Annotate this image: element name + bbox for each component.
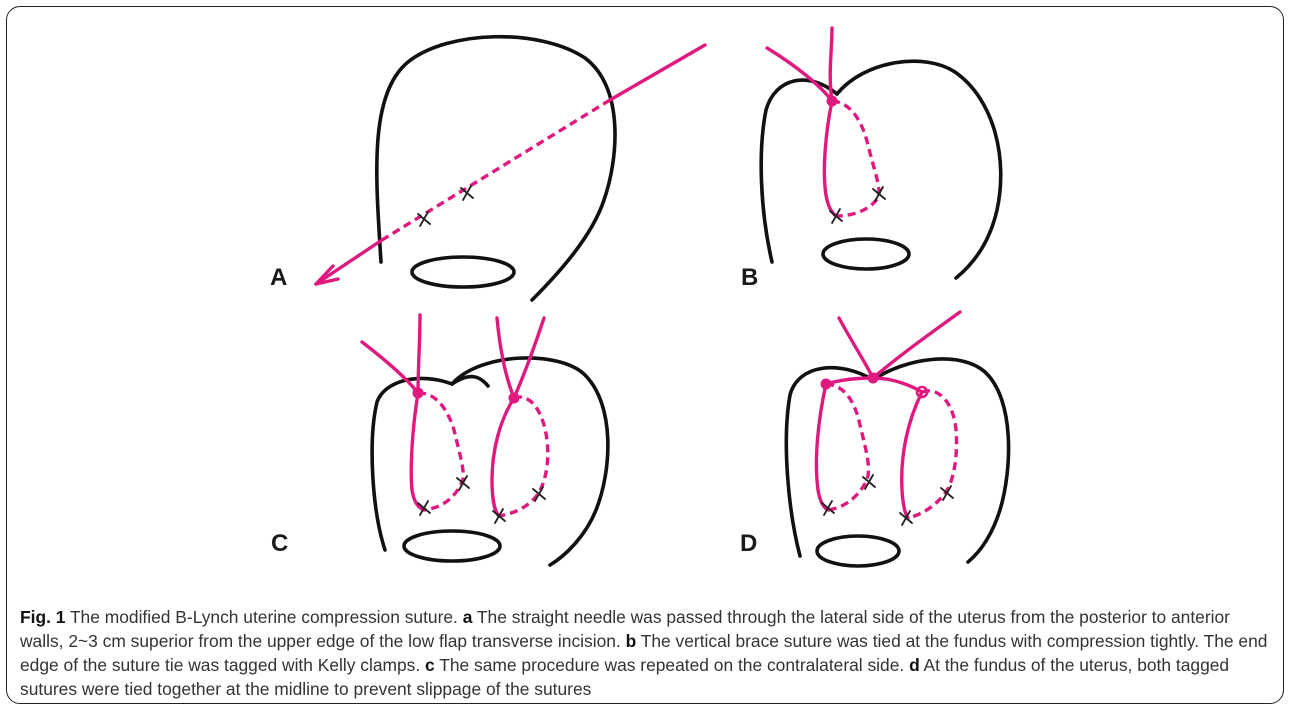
panel-d-label: D (740, 530, 757, 557)
caption-a-label: a (463, 607, 473, 627)
panel-c-left-suture-back (418, 393, 463, 510)
caption-fig-label: Fig. 1 (20, 607, 65, 627)
panel-c-right-tie-knot (509, 393, 520, 404)
panel-d-left-suture-back (826, 384, 868, 510)
panel-c-right-suture-front (492, 398, 514, 516)
panel-b: B (741, 28, 1001, 291)
panel-d-right-suture-front (902, 392, 922, 518)
panel-a-stitch-cross-1 (418, 212, 430, 226)
panel-d-midline-tail-right (873, 312, 960, 378)
panel-b-suture-tail-left (767, 48, 832, 101)
figure-caption: Fig. 1 The modified B-Lynch uterine comp… (20, 605, 1270, 701)
panel-a: A (270, 37, 705, 300)
panel-b-suture-back-limb (832, 101, 879, 216)
caption-d-label: d (909, 655, 920, 675)
panel-c-left-tie-knot (413, 388, 424, 399)
panel-a-label: A (270, 264, 287, 291)
panel-c-left-suture-front (411, 393, 424, 510)
caption-title: The modified B-Lynch uterine compression… (65, 607, 462, 627)
panel-d-left-tie-knot (821, 379, 832, 390)
panel-c-label: C (271, 530, 288, 557)
caption-b-label: b (626, 631, 637, 651)
panel-a-needle-shaft-lower (316, 240, 382, 284)
panel-d: D (740, 312, 1009, 566)
panel-a-needle-path-internal (382, 100, 610, 240)
panel-d-midline-tie-knot (868, 373, 879, 384)
panel-b-uterus-outline-right (837, 61, 1001, 278)
panel-d-uterus-outline-left (786, 368, 873, 556)
panel-b-label: B (741, 264, 758, 291)
panel-d-uterus-outline-right (873, 359, 1009, 562)
panel-c: C (271, 315, 608, 565)
panel-c-transverse-incision (404, 531, 500, 561)
panel-d-left-suture-front (816, 384, 828, 510)
panel-a-stitch-cross-2 (461, 186, 473, 200)
panel-b-tie-knot (827, 96, 838, 107)
panel-a-transverse-incision (412, 257, 514, 287)
caption-c-label: c (425, 655, 435, 675)
caption-c-text: The same procedure was repeated on the c… (435, 655, 909, 675)
panel-b-suture-front-limb (824, 101, 836, 216)
panel-b-transverse-incision (823, 239, 909, 269)
figure-illustration: A B (0, 0, 1292, 600)
panel-a-needle-shaft-upper (610, 45, 705, 100)
panel-c-left-suture-tail-b (418, 315, 420, 393)
panel-b-suture-tail-right (830, 28, 832, 101)
panel-d-transverse-incision (817, 536, 899, 566)
